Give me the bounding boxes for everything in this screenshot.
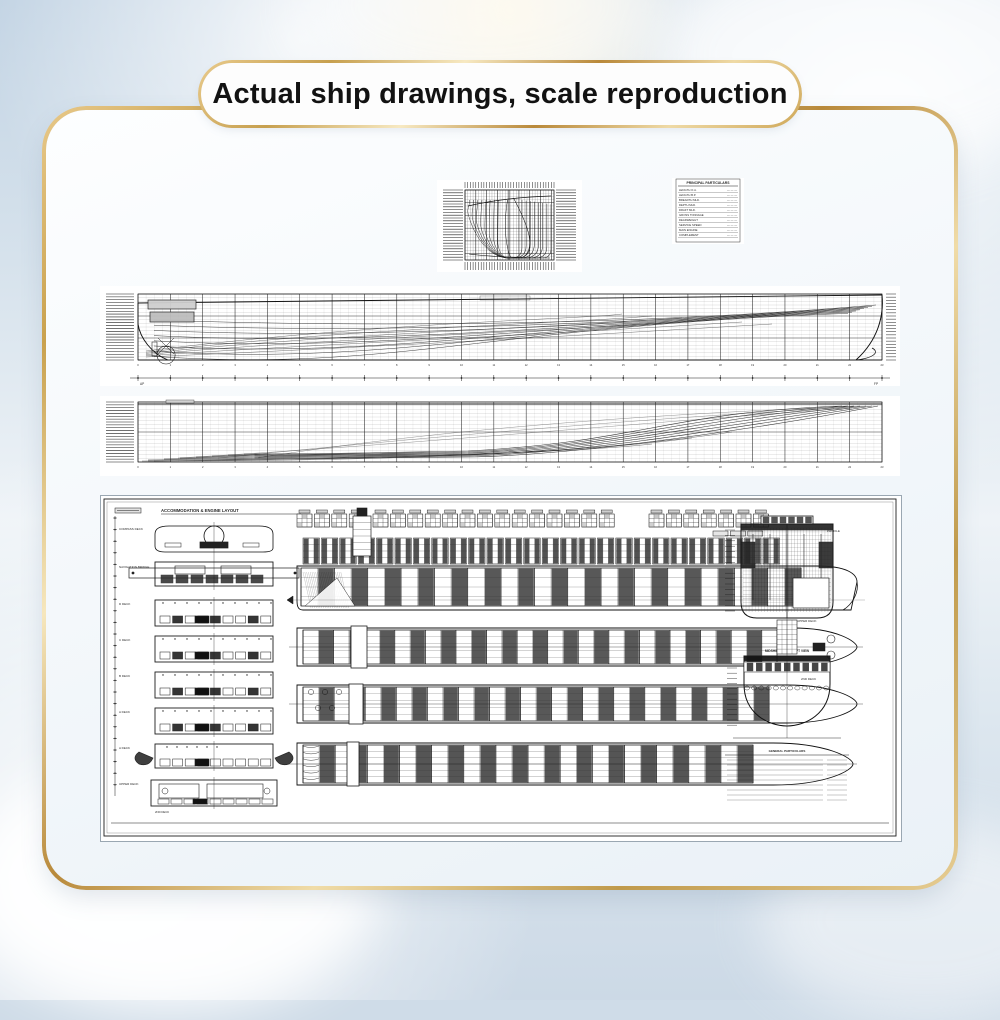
svg-text:— — —: — — — (727, 213, 737, 217)
svg-text:10: 10 (460, 363, 463, 367)
svg-text:PRINCIPAL PARTICULARS: PRINCIPAL PARTICULARS (687, 181, 731, 185)
svg-text:A DECK: A DECK (119, 710, 130, 714)
svg-text:COMPASS DECK: COMPASS DECK (119, 527, 143, 531)
svg-text:11: 11 (492, 465, 495, 469)
svg-text:6: 6 (331, 465, 333, 469)
banner-title: Actual ship drawings, scale reproduction (212, 77, 788, 110)
svg-text:3: 3 (234, 465, 236, 469)
svg-text:LENGTH O.A.: LENGTH O.A. (679, 188, 697, 192)
svg-text:13: 13 (557, 465, 560, 469)
svg-text:— — —: — — — (727, 188, 737, 192)
svg-text:SERVICE SPEED: SERVICE SPEED (679, 223, 702, 227)
svg-text:9: 9 (428, 465, 430, 469)
svg-text:22: 22 (848, 465, 851, 469)
svg-text:11: 11 (492, 363, 495, 367)
svg-text:C DECK: C DECK (119, 638, 130, 642)
svg-text:DEPTH MLD.: DEPTH MLD. (679, 203, 696, 207)
svg-text:2: 2 (202, 363, 204, 367)
svg-text:23: 23 (881, 363, 884, 367)
svg-text:LENGTH B.P.: LENGTH B.P. (679, 193, 696, 197)
svg-text:DEADWEIGHT: DEADWEIGHT (679, 218, 698, 222)
svg-text:DRAFT MLD.: DRAFT MLD. (679, 208, 696, 212)
svg-text:21: 21 (816, 465, 819, 469)
svg-text:ACCOMMODATION & ENGINE LAYOUT: ACCOMMODATION & ENGINE LAYOUT (161, 508, 239, 513)
svg-text:2ND DECK: 2ND DECK (155, 810, 169, 814)
svg-text:COMPLEMENT: COMPLEMENT (679, 233, 699, 237)
svg-text:17: 17 (686, 465, 689, 469)
svg-text:23: 23 (881, 465, 884, 469)
svg-text:7: 7 (364, 465, 366, 469)
svg-text:6: 6 (331, 363, 333, 367)
svg-text:18: 18 (719, 363, 722, 367)
svg-text:— — —: — — — (727, 198, 737, 202)
svg-text:7: 7 (364, 363, 366, 367)
svg-text:— — —: — — — (727, 223, 737, 227)
svg-text:14: 14 (589, 465, 592, 469)
svg-text:2ND DECK: 2ND DECK (801, 677, 816, 681)
svg-text:MAIN ENGINE: MAIN ENGINE (679, 228, 698, 232)
svg-text:3: 3 (234, 363, 236, 367)
svg-text:B DECK: B DECK (119, 674, 130, 678)
svg-text:12: 12 (525, 363, 528, 367)
svg-text:20: 20 (784, 363, 787, 367)
svg-text:UPPER DECK: UPPER DECK (119, 782, 139, 786)
svg-text:UPPER DECK: UPPER DECK (797, 619, 817, 623)
panel-general-arrangement: ACCOMMODATION & ENGINE LAYOUT COMPASS DEC… (100, 495, 902, 842)
svg-text:2: 2 (202, 465, 204, 469)
svg-text:15: 15 (622, 363, 625, 367)
svg-text:1: 1 (170, 465, 172, 469)
svg-text:19: 19 (751, 465, 754, 469)
svg-text:FP: FP (874, 382, 878, 386)
title-banner: Actual ship drawings, scale reproduction (201, 63, 799, 125)
svg-text:— — —: — — — (727, 228, 737, 232)
svg-text:GROSS TONNAGE: GROSS TONNAGE (679, 213, 704, 217)
svg-text:4: 4 (267, 363, 269, 367)
svg-text:8: 8 (396, 465, 398, 469)
panel-body-plan (437, 180, 582, 272)
svg-text:8: 8 (396, 363, 398, 367)
svg-text:0: 0 (137, 363, 139, 367)
svg-text:5: 5 (299, 465, 301, 469)
svg-text:16: 16 (654, 465, 657, 469)
svg-text:— — —: — — — (727, 193, 737, 197)
svg-text:— — —: — — — (727, 208, 737, 212)
svg-text:21: 21 (816, 363, 819, 367)
svg-text:20: 20 (784, 465, 787, 469)
svg-text:22: 22 (848, 363, 851, 367)
svg-text:15: 15 (622, 465, 625, 469)
svg-text:1: 1 (170, 363, 172, 367)
svg-text:17: 17 (686, 363, 689, 367)
svg-text:4: 4 (267, 465, 269, 469)
panel-principal-particulars: PRINCIPAL PARTICULARS LENGTH O.A. — — — LEN… (672, 178, 744, 244)
svg-text:BREADTH MLD.: BREADTH MLD. (679, 198, 700, 202)
svg-text:5: 5 (299, 363, 301, 367)
svg-text:A DECK: A DECK (119, 746, 130, 750)
svg-text:NAVIGATION BRIDGE: NAVIGATION BRIDGE (119, 565, 149, 569)
svg-text:16: 16 (654, 363, 657, 367)
svg-text:AP: AP (140, 382, 144, 386)
svg-text:19: 19 (751, 363, 754, 367)
svg-text:GENERAL PARTICULARS: GENERAL PARTICULARS (769, 749, 806, 753)
svg-text:13: 13 (557, 363, 560, 367)
svg-text:— — —: — — — (727, 203, 737, 207)
svg-text:18: 18 (719, 465, 722, 469)
svg-text:— — —: — — — (727, 218, 737, 222)
svg-text:9: 9 (428, 363, 430, 367)
svg-text:14: 14 (589, 363, 592, 367)
svg-text:10: 10 (460, 465, 463, 469)
svg-text:12: 12 (525, 465, 528, 469)
svg-text:D DECK: D DECK (119, 602, 130, 606)
svg-text:0: 0 (137, 465, 139, 469)
svg-text:— — —: — — — (727, 233, 737, 237)
